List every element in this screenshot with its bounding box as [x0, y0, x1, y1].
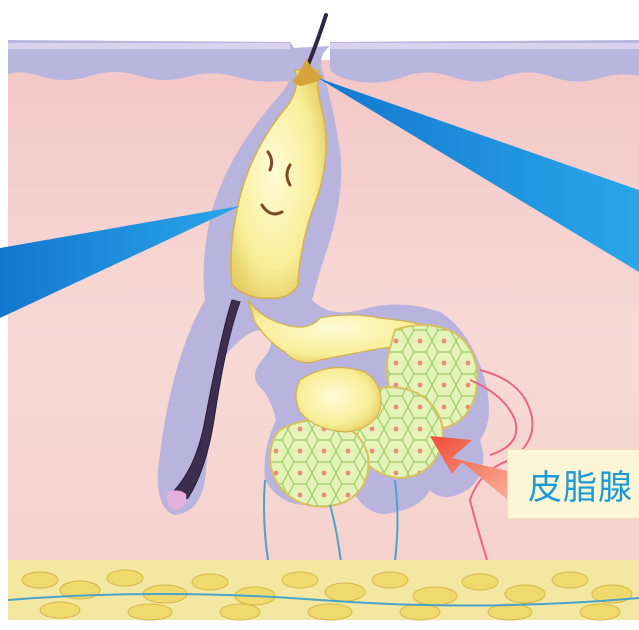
sebaceous-gland-label: 皮脂腺	[528, 460, 633, 509]
fat-layer	[8, 560, 639, 620]
sebaceous-gland-label-box: 皮脂腺	[507, 449, 639, 519]
